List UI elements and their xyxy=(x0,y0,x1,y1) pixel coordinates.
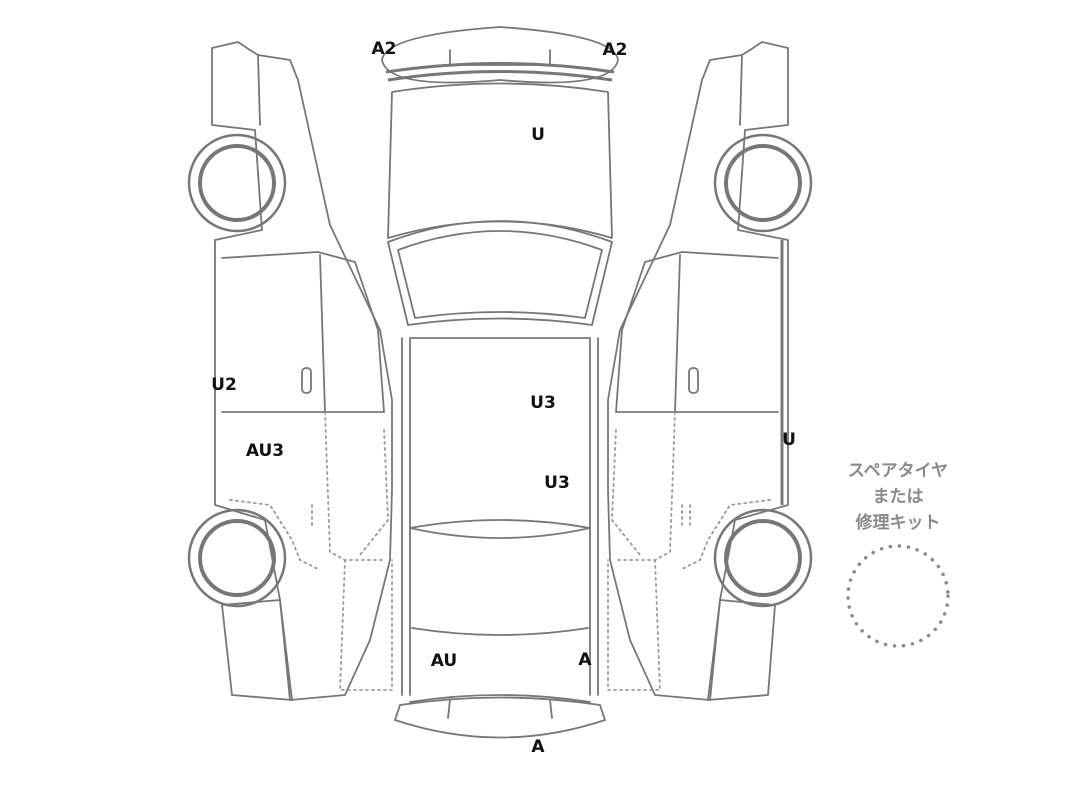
mark-roof-right: A2 xyxy=(603,40,628,60)
rear-bumper-outline xyxy=(394,696,606,739)
spare-label-line3: 修理キット xyxy=(855,512,941,533)
right-side-view xyxy=(607,41,813,701)
right-rear-tire-icon xyxy=(713,508,813,608)
mark-roof-left: A2 xyxy=(372,39,397,59)
spare-label-line1: スペアタイヤ xyxy=(848,461,948,481)
top-view xyxy=(381,26,619,739)
left-front-tire-icon xyxy=(187,133,287,233)
damage-marks: A2 A2 U U2 AU3 U3 U3 U AU A A xyxy=(211,39,796,757)
mark-trunk-left: AU xyxy=(431,651,457,671)
left-side-dotted-interior xyxy=(229,411,393,691)
left-side-view xyxy=(187,41,393,701)
mark-rear-bumper: A xyxy=(531,737,545,757)
roof-outline xyxy=(409,337,591,529)
spare-tire-area: スペアタイヤ または 修理キット xyxy=(846,461,950,648)
spare-label-line2: または xyxy=(873,487,924,507)
hood-outline xyxy=(387,82,613,239)
mark-roof-lower: U3 xyxy=(544,473,570,493)
mark-hood: U xyxy=(531,125,545,145)
mark-roof-center: U3 xyxy=(530,393,556,413)
right-side-dotted-interior xyxy=(607,411,771,691)
windshield-outline xyxy=(387,220,613,326)
spare-tire-circle-icon xyxy=(846,544,950,648)
front-bumper-outline xyxy=(381,26,619,84)
mark-trunk-right: A xyxy=(578,650,592,670)
mark-right-door: U xyxy=(782,430,796,450)
mark-left-door-lower: AU3 xyxy=(246,441,284,461)
right-side-body-outline xyxy=(607,41,789,701)
right-front-tire-icon xyxy=(713,133,813,233)
left-rear-tire-icon xyxy=(187,508,287,608)
mark-left-door-front: U2 xyxy=(211,375,237,395)
left-side-body-outline xyxy=(211,41,393,701)
